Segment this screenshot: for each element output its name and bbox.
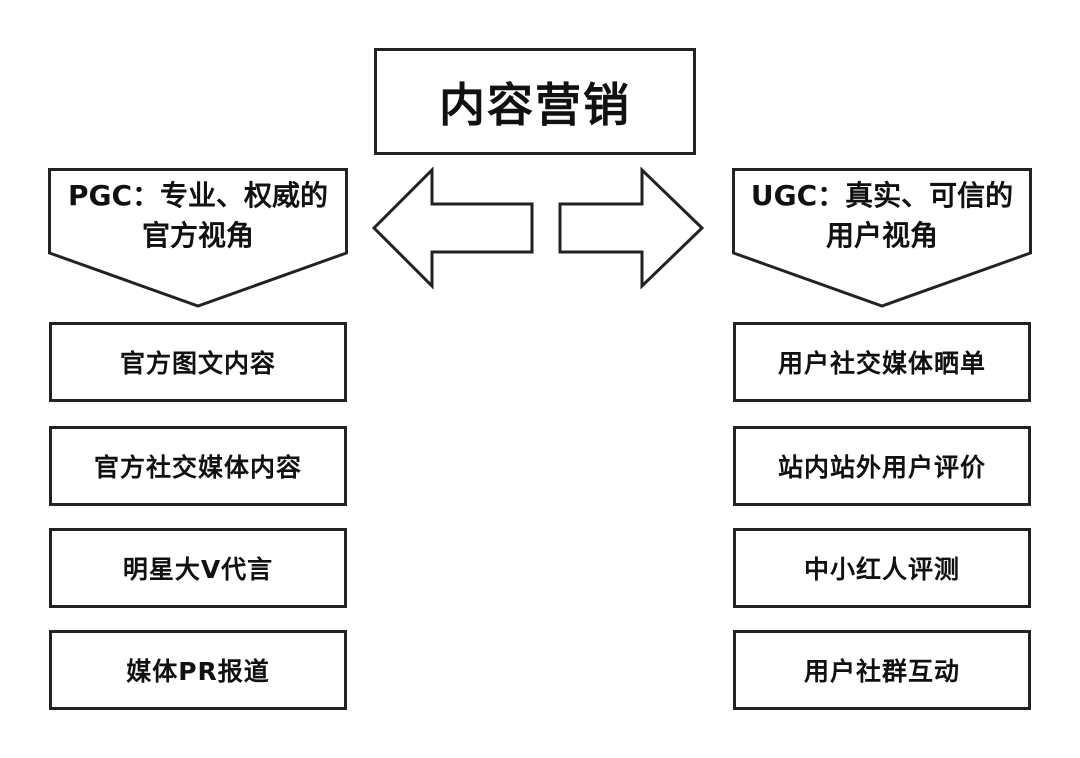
ugc-item: 站内站外用户评价 <box>733 426 1031 506</box>
right-arrow-icon <box>558 166 705 290</box>
pgc-item-label: 明星大V代言 <box>122 555 274 584</box>
pgc-item: 明星大V代言 <box>49 528 347 608</box>
ugc-item-label: 中小红人评测 <box>803 555 960 584</box>
pgc-item-label: 官方社交媒体内容 <box>93 453 302 482</box>
pgc-item: 媒体PR报道 <box>49 630 347 710</box>
ugc-header-shape: UGC：真实、可信的 用户视角 <box>732 168 1032 308</box>
ugc-header-text: UGC：真实、可信的 用户视角 <box>732 176 1032 256</box>
pgc-header-text: PGC：专业、权威的 官方视角 <box>48 176 348 256</box>
pgc-header-shape: PGC：专业、权威的 官方视角 <box>48 168 348 308</box>
pgc-pentagon-outline <box>48 168 348 308</box>
pgc-header-line2: 官方视角 <box>141 219 254 252</box>
ugc-pentagon-outline <box>732 168 1032 308</box>
ugc-item: 用户社交媒体晒单 <box>733 322 1031 402</box>
pgc-item: 官方图文内容 <box>49 322 347 402</box>
title-box: 内容营销 <box>374 48 696 155</box>
ugc-header-line2: 用户视角 <box>825 219 938 252</box>
ugc-item-label: 用户社交媒体晒单 <box>777 349 986 378</box>
ugc-header-line1: UGC：真实、可信的 <box>750 179 1014 212</box>
ugc-item-label: 用户社群互动 <box>803 657 960 686</box>
left-arrow-icon <box>371 166 534 290</box>
ugc-item: 用户社群互动 <box>733 630 1031 710</box>
pgc-header-line1: PGC：专业、权威的 <box>67 179 329 212</box>
ugc-item: 中小红人评测 <box>733 528 1031 608</box>
pgc-item-label: 媒体PR报道 <box>126 657 270 686</box>
ugc-item-label: 站内站外用户评价 <box>777 453 986 482</box>
pgc-item-label: 官方图文内容 <box>119 349 276 378</box>
diagram-title: 内容营销 <box>439 77 631 132</box>
pgc-item: 官方社交媒体内容 <box>49 426 347 506</box>
